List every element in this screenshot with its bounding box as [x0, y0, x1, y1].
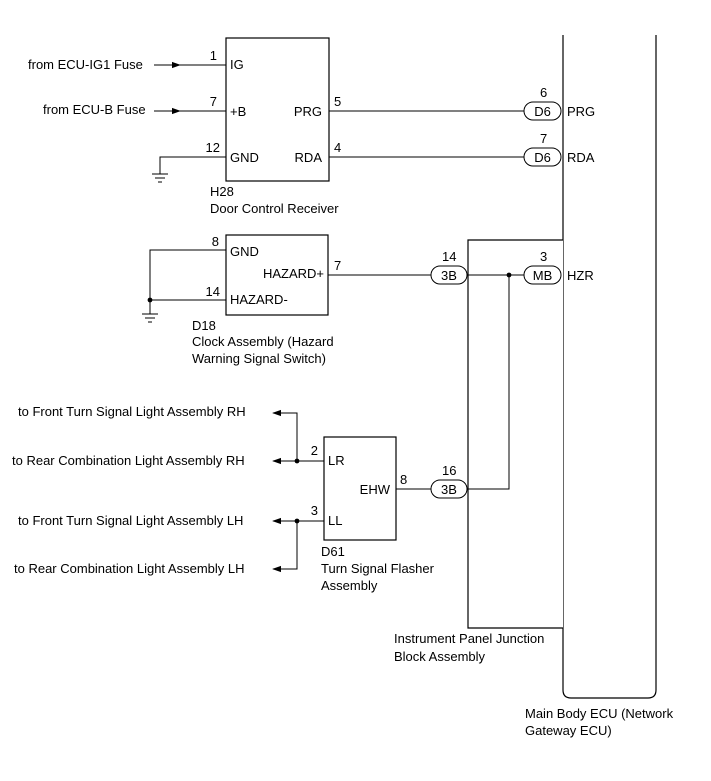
d18-code: D18: [192, 318, 216, 333]
junction-block-box: [467, 239, 563, 629]
d18-name-line2: Warning Signal Switch): [192, 351, 326, 366]
d61-pin-ll-num: 3: [311, 503, 318, 518]
source-ecu-b-fuse: from ECU-B Fuse: [43, 102, 146, 117]
h28-pin-gnd-label: GND: [230, 150, 259, 165]
main-body-ecu-name-line2: Gateway ECU): [525, 723, 612, 738]
d61-name-line1: Turn Signal Flasher: [321, 561, 435, 576]
connector-3b-ehw: 3B: [430, 479, 468, 499]
connector-mb-hzr: MB: [523, 265, 562, 285]
ground-icon: [152, 173, 168, 183]
h28-pin-gnd-num: 12: [206, 140, 220, 155]
splice-lr: [294, 458, 300, 464]
ecu-rda-label: RDA: [567, 150, 595, 165]
connector-3b-ehw-code: 3B: [441, 482, 457, 497]
wire-jb-ehw: [467, 275, 510, 490]
wire-d18-gnd: [149, 249, 226, 314]
h28-pin-b-label: +B: [230, 104, 246, 119]
d18-pin-hazard-minus-num: 14: [206, 284, 220, 299]
d61-pin-lr-label: LR: [328, 453, 345, 468]
h28-pin-rda-num: 4: [334, 140, 341, 155]
output-front-turn-rh: to Front Turn Signal Light Assembly RH: [18, 404, 246, 419]
h28-code: H28: [210, 184, 234, 199]
d61-pin-ehw-num: 8: [400, 472, 407, 487]
splice-d18-gnd: [147, 297, 153, 303]
ecu-rda-num: 7: [540, 131, 547, 146]
h28-name: Door Control Receiver: [210, 201, 339, 216]
h28-pin-ig-label: IG: [230, 57, 244, 72]
d61-pin-ehw-label: EHW: [360, 482, 391, 497]
h28-pin-b-num: 7: [210, 94, 217, 109]
output-front-turn-lh: to Front Turn Signal Light Assembly LH: [18, 513, 243, 528]
connector-3b-hazard-num: 14: [442, 249, 456, 264]
ecu-hzr-label: HZR: [567, 268, 594, 283]
d61-name-line2: Assembly: [321, 578, 378, 593]
connector-d6-rda: D6: [523, 147, 562, 167]
main-body-ecu-name-line1: Main Body ECU (Network: [525, 706, 674, 721]
h28-pin-rda-label: RDA: [295, 150, 323, 165]
connector-d6-prg-code: D6: [534, 104, 551, 119]
junction-block-name-line1: Instrument Panel Junction: [394, 631, 544, 646]
output-rear-combination-lh: to Rear Combination Light Assembly LH: [14, 561, 245, 576]
d18-pin-hazard-plus-num: 7: [334, 258, 341, 273]
d18-pin-gnd-label: GND: [230, 244, 259, 259]
connector-d6-rda-code: D6: [534, 150, 551, 165]
connector-3b-hazard-code: 3B: [441, 268, 457, 283]
ecu-prg-num: 6: [540, 85, 547, 100]
h28-pin-prg-label: PRG: [294, 104, 322, 119]
output-rear-combination-rh: to Rear Combination Light Assembly RH: [12, 453, 245, 468]
connector-3b-hazard: 3B: [430, 265, 468, 285]
d18-pin-hazard-plus-label: HAZARD+: [263, 266, 324, 281]
ecu-hzr-num: 3: [540, 249, 547, 264]
connector-3b-ehw-num: 16: [442, 463, 456, 478]
splice-ll: [294, 518, 300, 524]
wire-ll-branch: [282, 521, 298, 570]
junction-block-name-line2: Block Assembly: [394, 649, 486, 664]
main-body-ecu-box: [562, 35, 657, 699]
d18-pin-gnd-num: 8: [212, 234, 219, 249]
wire-h28-gnd: [159, 156, 226, 174]
ground-icon: [142, 313, 158, 323]
h28-pin-prg-num: 5: [334, 94, 341, 109]
d61-code: D61: [321, 544, 345, 559]
h28-pin-ig-num: 1: [210, 48, 217, 63]
d61-pin-lr-num: 2: [311, 443, 318, 458]
door-control-receiver-box: [225, 37, 330, 182]
connector-d6-prg: D6: [523, 101, 562, 121]
source-ecu-ig1-fuse: from ECU-IG1 Fuse: [28, 57, 143, 72]
wire-lr-branch: [282, 412, 298, 461]
connector-mb-hzr-code: MB: [533, 268, 553, 283]
d61-pin-ll-label: LL: [328, 513, 342, 528]
d18-name-line1: Clock Assembly (Hazard: [192, 334, 334, 349]
d18-pin-hazard-minus-label: HAZARD-: [230, 292, 288, 307]
ecu-prg-label: PRG: [567, 104, 595, 119]
